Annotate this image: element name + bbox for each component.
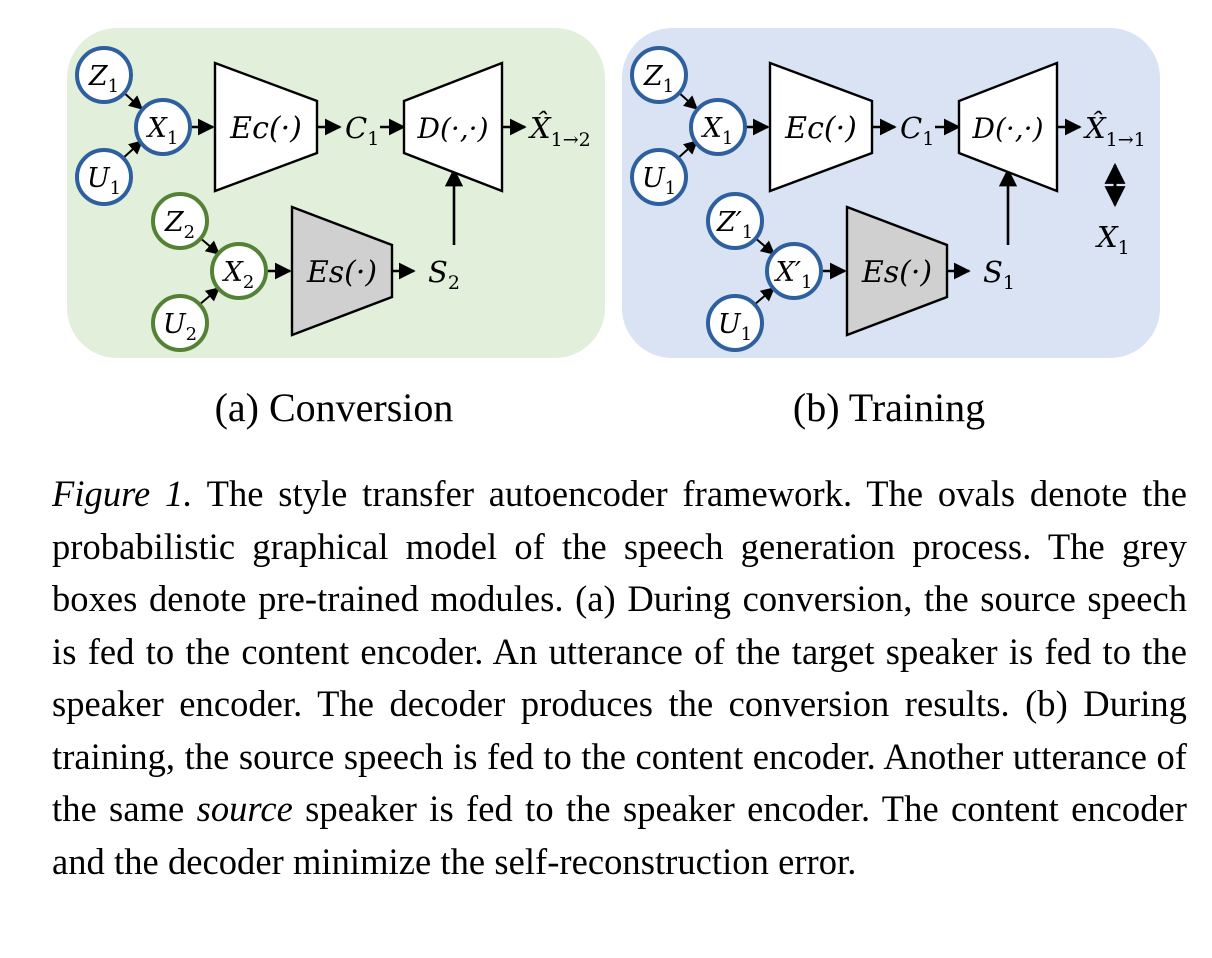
subfigure-label-conversion: (a) Conversion <box>214 385 454 430</box>
node-z1-prime <box>706 192 764 250</box>
speaker-code-s1: S1 <box>983 255 1015 294</box>
content-encoder-block <box>213 61 319 193</box>
speaker-code-s2: S2 <box>428 255 460 294</box>
content-encoder-label: Ec(·) <box>229 111 302 146</box>
node-u1-label: U1 <box>642 163 676 199</box>
node-u1-lower-label: U1 <box>718 309 752 345</box>
node-z1-label: Z1 <box>88 61 119 97</box>
decoder-block <box>957 61 1059 193</box>
node-x1 <box>689 98 747 156</box>
node-x1-prime-label: X′1 <box>774 257 813 293</box>
node-z1 <box>75 46 133 104</box>
output-x-hat-1-2: X̂1→2 <box>528 111 591 151</box>
node-x1-label: X1 <box>701 113 734 149</box>
caption-text-part1: The style transfer autoencoder framework… <box>52 473 1187 829</box>
content-code-c1: C1 <box>900 111 934 150</box>
content-encoder-label: Ec(·) <box>784 111 857 146</box>
node-z2 <box>151 192 209 250</box>
node-u1 <box>630 148 688 206</box>
content-encoder-block <box>768 61 874 193</box>
decoder-label: D(·,·) <box>417 112 489 145</box>
target-x1: X1 <box>1095 220 1130 259</box>
node-z2-label: Z2 <box>164 207 195 243</box>
speaker-encoder-label: Es(·) <box>306 255 377 290</box>
node-z1-prime-label: Z′1 <box>716 207 753 243</box>
node-z1 <box>630 46 688 104</box>
node-x1-prime <box>765 242 823 300</box>
node-z1-label: Z1 <box>643 61 674 97</box>
caption-emphasis: source <box>196 788 293 829</box>
panel-training: Ec(·) D(·,·) Es(·) Z1 U1 X1 Z′1 U1 X′1 C… <box>622 28 1160 358</box>
output-x-hat-1-1: X̂1→1 <box>1083 111 1146 151</box>
caption-text-part2: speaker is fed to the speaker encoder. T… <box>52 788 1187 882</box>
speaker-encoder-block <box>845 205 949 337</box>
node-x1-label: X1 <box>146 113 179 149</box>
node-u1 <box>75 148 133 206</box>
node-x1 <box>134 98 192 156</box>
decoder-block <box>402 61 504 193</box>
node-x2-label: X2 <box>222 257 255 293</box>
subfigure-label-training: (b) Training <box>792 385 986 430</box>
node-u1-lower <box>706 294 764 352</box>
style-transfer-diagram: Ec(·) D(·,·) Es(·) Z1 U1 X1 Z2 U2 X2 C1 … <box>67 28 1160 358</box>
content-code-c1: C1 <box>345 111 379 150</box>
node-u2 <box>151 294 209 352</box>
speaker-encoder-label: Es(·) <box>861 255 932 290</box>
node-x2 <box>210 242 268 300</box>
figure-number: Figure 1. <box>52 473 193 514</box>
node-u1-label: U1 <box>87 163 121 199</box>
node-u2-label: U2 <box>163 309 197 345</box>
figure-caption: Figure 1. The style transfer autoencoder… <box>52 468 1187 888</box>
decoder-label: D(·,·) <box>972 112 1044 145</box>
panel-conversion: Ec(·) D(·,·) Es(·) Z1 U1 X1 Z2 U2 X2 C1 … <box>67 28 605 358</box>
speaker-encoder-block <box>290 205 394 337</box>
